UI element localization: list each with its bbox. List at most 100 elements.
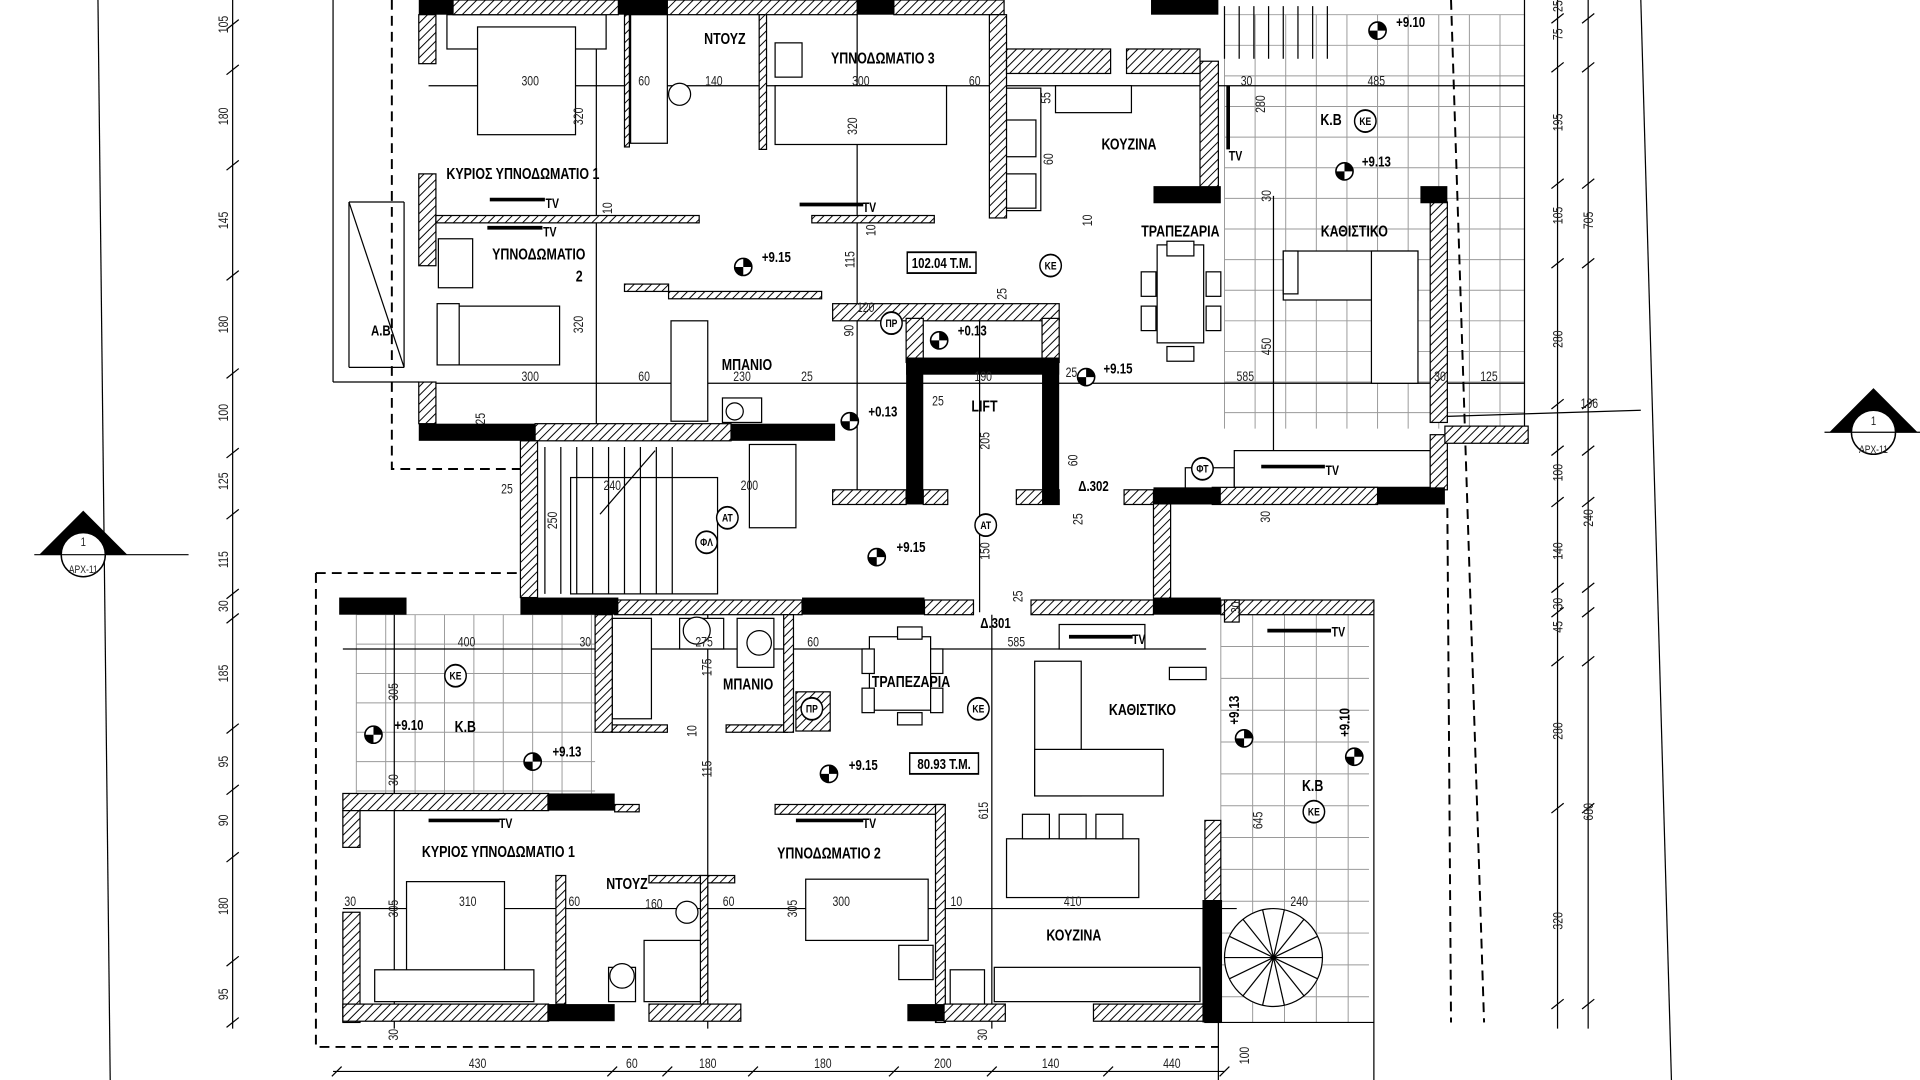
symbols	[34, 21, 1920, 823]
dimension-label: 100	[1237, 1047, 1253, 1065]
level-label: +9.13	[552, 743, 581, 760]
dimension-label: 105	[215, 15, 231, 33]
level-marker-icon	[1344, 747, 1364, 767]
dimension-label: 200	[741, 478, 759, 494]
dimension-label: 125	[215, 472, 231, 490]
tv-label: TV	[1229, 148, 1242, 164]
dimension-label: 30	[1259, 190, 1275, 202]
tv-label: TV	[1132, 632, 1145, 648]
room-label-bathroom: ΜΠΑΝΙΟ	[722, 356, 772, 374]
dimension-label: 305	[785, 900, 801, 918]
dimension-label: 585	[1237, 369, 1255, 385]
room-label-veranda: Κ.Β	[1302, 778, 1323, 796]
room-label-kitchen: ΚΟΥΖΙΝΑ	[1102, 136, 1157, 154]
dimension-label: 320	[845, 117, 861, 135]
section-marker-ref: ΑΡΧ-11	[1859, 444, 1888, 456]
dimension-label: 10	[684, 725, 700, 737]
dimension-label: 400	[458, 634, 476, 650]
section-marker-number: 1	[81, 536, 86, 549]
dimension-label: 30	[1228, 601, 1244, 613]
dimension-label: 10	[863, 224, 879, 236]
room-label-dining: ΤΡΑΠΕΖΑΡΙΑ	[1141, 223, 1219, 241]
dimension-label: 60	[723, 894, 735, 910]
dimension-label: 120	[857, 300, 875, 316]
ke-icon: ΚΕ	[1359, 116, 1371, 128]
dimension-label: 205	[977, 432, 993, 450]
dimension-label: 300	[832, 894, 850, 910]
door-label-d302: Δ.302	[1078, 478, 1108, 495]
room-label-bedroom-2: ΥΠΝΟΔΩΜΑΤΙΟ 2	[777, 845, 881, 863]
dimension-label: 115	[842, 251, 858, 268]
dimension-label: 45	[1550, 621, 1566, 633]
dimension-label: 60	[969, 73, 981, 89]
dimension-label: 25	[1066, 365, 1078, 381]
dimension-label: 30	[1434, 369, 1446, 385]
dimension-label: 75	[1550, 28, 1566, 40]
dimension-label: 190	[975, 369, 993, 385]
dimension-label: 25	[801, 369, 813, 385]
at-icon: ΑΤ	[980, 520, 991, 532]
level-label: +9.10	[394, 716, 423, 733]
dimension-label: 100	[215, 404, 231, 422]
level-label: +9.13	[1362, 153, 1391, 170]
dimension-label: 195	[1550, 113, 1566, 131]
dimension-label: 25	[1070, 513, 1086, 525]
dimension-label: 30	[1550, 598, 1566, 610]
dimension-label: 196	[1581, 395, 1599, 411]
fl-icon: ΦΛ	[700, 537, 713, 549]
dimension-label: 60	[638, 369, 650, 385]
room-label-shower: ΝΤΟΥΖ	[606, 876, 648, 894]
room-label-bedroom-2: ΥΠΝΟΔΩΜΑΤΙΟ	[492, 246, 585, 264]
ke-icon: ΚΕ	[450, 671, 462, 683]
area-label-upper: 102.04 Τ.Μ.	[912, 255, 972, 272]
dimension-label: 300	[852, 73, 870, 89]
dimension-label: 125	[1480, 369, 1498, 385]
room-label-living: ΚΑΘΙΣΤΙΚΟ	[1321, 223, 1388, 241]
dimension-label: 175	[699, 658, 715, 676]
dimension-label: 145	[215, 211, 231, 229]
dimension-label: 230	[733, 369, 751, 385]
dimension-label: 25	[932, 393, 944, 409]
dimension-label: 180	[699, 1055, 717, 1071]
dimension-label: 300	[521, 73, 539, 89]
dimension-label: 410	[1064, 894, 1082, 910]
level-marker-icon	[929, 331, 949, 350]
room-label-dining: ΤΡΑΠΕΖΑΡΙΑ	[872, 674, 950, 692]
level-marker-icon	[364, 725, 383, 745]
dimension-label: 320	[571, 107, 587, 125]
level-label: +0.13	[958, 322, 987, 339]
dimension-label: 320	[571, 315, 587, 333]
dimension-label: 680	[1581, 803, 1597, 821]
dimension-label: 25	[473, 413, 489, 425]
room-label-lift: LIFT	[971, 398, 997, 416]
dimension-label: 275	[695, 634, 713, 650]
dimension-label: 440	[1163, 1055, 1181, 1071]
dimension-label: 55	[1038, 92, 1054, 104]
room-label-bedroom-2-number: 2	[576, 268, 583, 286]
tv-label: TV	[1332, 624, 1345, 640]
dimension-label: 10	[950, 894, 962, 910]
dimension-label: 185	[215, 664, 231, 682]
tv-label: TV	[863, 815, 876, 831]
level-marker-icon	[1076, 367, 1096, 387]
level-label: +9.15	[762, 249, 791, 266]
dimension-label: 115	[215, 551, 231, 568]
room-label-veranda: Κ.Β	[455, 719, 476, 737]
dimension-label: 305	[386, 900, 402, 918]
dimension-label: 60	[807, 634, 819, 650]
room-label-master-bedroom: ΚΥΡΙΟΣ ΥΠΝΟΔΩΜΑΤΙΟ 1	[446, 165, 599, 183]
dimension-label: 310	[459, 894, 477, 910]
level-marker-icon	[1368, 21, 1387, 40]
section-marker-icon	[34, 510, 189, 578]
level-label: +9.15	[897, 539, 926, 556]
dimension-label: 200	[934, 1055, 952, 1071]
level-label: +9.10	[1396, 14, 1425, 31]
dimension-label: 240	[603, 478, 621, 494]
tv-label: TV	[1326, 463, 1339, 479]
dimension-label: 280	[1550, 722, 1566, 740]
dimension-label: 90	[841, 325, 857, 337]
section-marker-icon	[1824, 388, 1920, 456]
dimension-label: 25	[994, 288, 1010, 300]
dimension-label: 485	[1368, 73, 1386, 89]
level-label: +0.13	[868, 403, 897, 420]
